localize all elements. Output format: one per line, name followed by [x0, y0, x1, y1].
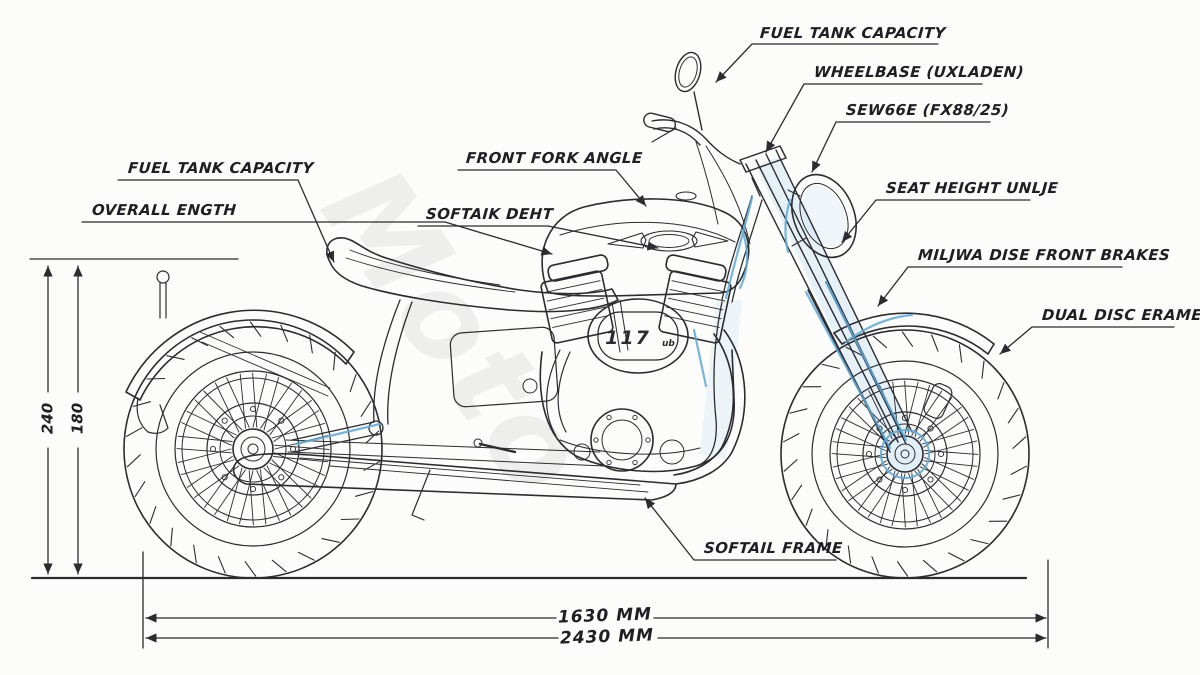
- dim-vertical-inner: 180: [68, 402, 87, 435]
- leader-lines: [81, 43, 1175, 561]
- label-fuel-tank-capacity-left: FUEL TANK CAPACITY: [127, 159, 315, 177]
- label-sew66e: SEW66E (FX88/25): [845, 101, 1010, 119]
- tank-badge: [607, 230, 729, 252]
- label-softail-seat: SOFTAIK DEHT: [425, 205, 554, 223]
- label-front-fork-angle: FRONT FORK ANGLE: [465, 149, 644, 167]
- label-softail-frame: SOFTAIL FRAME: [703, 539, 844, 557]
- engine: 117 ub: [539, 254, 735, 473]
- seat: [326, 237, 619, 313]
- label-front-brakes: MILJWA DISE FRONT BRAKES: [917, 246, 1171, 264]
- side-panel: [411, 326, 559, 521]
- front-fender: [833, 312, 995, 419]
- label-overall-length: OVERALL ENGTH: [91, 201, 238, 219]
- label-dual-disc: DUAL DISC ERAME: [1041, 306, 1200, 324]
- mirror-icon: [674, 51, 702, 93]
- blue-accents: [294, 196, 931, 480]
- dim-horizontal-lower: 2430 MM: [559, 625, 655, 649]
- rear-fender: [125, 270, 355, 434]
- swingarm: [285, 420, 605, 467]
- frame: [373, 177, 763, 467]
- engine-badge-text: 117: [605, 327, 651, 349]
- dim-vertical-outer: 240: [38, 402, 57, 435]
- dimension-lines: [29, 258, 1049, 649]
- exhaust: [232, 329, 746, 501]
- engine-badge-suffix: ub: [662, 339, 675, 349]
- blue-wash: [700, 156, 925, 474]
- brake-caliper: [923, 383, 953, 419]
- label-wheelbase: WHEELBASE (UXLADEN): [813, 63, 1025, 81]
- rear-wheel: [123, 319, 383, 579]
- headlight: [787, 173, 857, 259]
- dim-horizontal-upper: 1630 MM: [557, 604, 653, 628]
- fuel-tank: [541, 191, 750, 297]
- label-fuel-tank-capacity-top: FUEL TANK CAPACITY: [759, 24, 947, 42]
- mirror-stem: [693, 91, 703, 131]
- handlebar: [643, 51, 751, 245]
- label-seat-height: SEAT HEIGHT UNLJE: [885, 179, 1059, 197]
